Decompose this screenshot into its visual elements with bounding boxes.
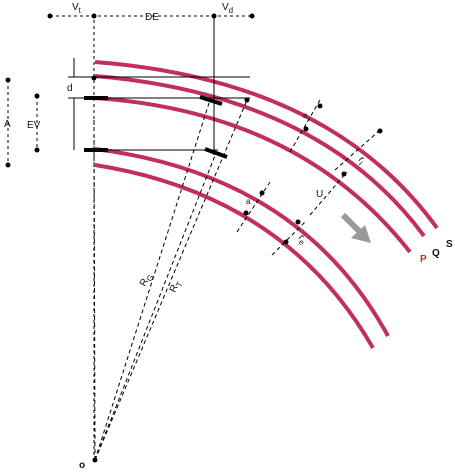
origin-label: o: [79, 460, 85, 471]
ev-dimension: [34, 93, 40, 153]
rail-s: [94, 60, 439, 230]
sleeper-curve-1: [199, 95, 223, 106]
q-label: Q: [432, 248, 440, 259]
rail-p: [94, 96, 412, 254]
vt-label: Vt: [72, 2, 82, 15]
p-label: P: [420, 254, 427, 265]
rail-inner-inner: [94, 163, 375, 349]
marker-dots: [91, 75, 383, 463]
a-label: A: [4, 119, 11, 130]
a-outer-label: a: [303, 111, 308, 120]
rg-label: RG: [138, 271, 156, 289]
section-lines: [236, 99, 381, 256]
de-dimension: [47, 13, 255, 19]
re-label: re: [294, 232, 309, 247]
radius-lines: [93, 99, 248, 461]
a-inner-label: a: [246, 197, 251, 206]
arrow-down-right-icon: [340, 212, 371, 243]
rail-q: [94, 74, 426, 238]
rt-label: RT: [168, 279, 185, 296]
origin-dot: [92, 457, 98, 463]
ri-label: ri: [354, 154, 367, 167]
vd-label: Vd: [222, 2, 233, 15]
de-label: DE: [145, 12, 159, 23]
s-label: S: [446, 239, 453, 250]
ev-label: EV: [27, 120, 41, 131]
a-dimension: [5, 77, 11, 168]
u-label: U: [316, 189, 323, 200]
d-label: d: [67, 83, 73, 94]
rail-inner-outer: [94, 147, 390, 337]
rails: [94, 60, 439, 349]
d-dimension: [68, 58, 80, 150]
